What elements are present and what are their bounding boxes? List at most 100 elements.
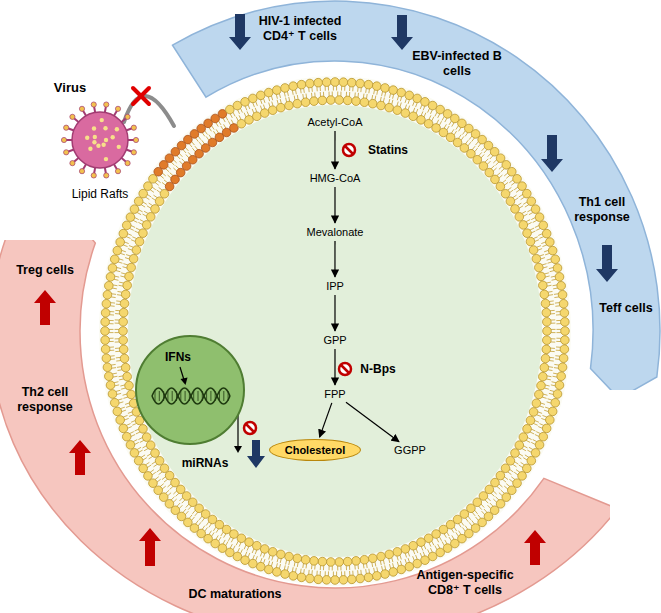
lipid-head <box>356 574 365 583</box>
lipid-head <box>557 281 566 290</box>
band-outline <box>173 1 661 390</box>
lipid-head <box>121 363 130 372</box>
metabolite: HMG-CoA <box>307 171 364 185</box>
increase-arrow <box>34 290 56 325</box>
lipid-head <box>110 255 119 264</box>
lipid-head <box>377 552 386 561</box>
virus-capsid <box>72 112 128 168</box>
increase-arrow <box>524 530 546 565</box>
lipid-head <box>132 246 141 255</box>
lipid-head <box>314 575 323 584</box>
dna-rung <box>223 391 224 401</box>
lipid-head <box>306 79 315 88</box>
lipid-head <box>542 308 551 317</box>
lipid-head <box>535 213 544 222</box>
virus-dot <box>103 126 107 130</box>
lipid-head <box>539 432 548 441</box>
lipid-head <box>542 424 551 433</box>
lipid-head <box>542 229 551 238</box>
dna-rung <box>198 391 199 401</box>
dna-rung <box>176 391 177 401</box>
lipid-head <box>127 390 136 399</box>
lipid-head <box>372 572 381 581</box>
spike-tip <box>91 173 96 178</box>
spike-tip <box>79 169 84 174</box>
spike-tip <box>64 125 69 130</box>
lipid-head <box>542 345 551 354</box>
lipid-head <box>301 555 310 564</box>
lipid-head <box>139 229 148 238</box>
lipid-head <box>253 112 262 121</box>
lipid-head <box>120 299 129 308</box>
lipid-head <box>519 221 528 230</box>
dna-rung <box>193 391 194 401</box>
band-outline <box>0 240 610 613</box>
spike-tip <box>104 173 109 178</box>
lipid-head <box>405 562 414 571</box>
lipid-head <box>281 570 290 579</box>
lipid-head <box>561 336 570 345</box>
lipid-head <box>318 96 327 105</box>
lipid-head <box>511 449 520 458</box>
lipid-head <box>401 109 410 118</box>
lipid-head <box>119 345 128 354</box>
lipid-head <box>253 541 262 550</box>
annotation-label: Lipid Rafts <box>72 187 129 201</box>
lipid-head <box>409 541 418 550</box>
lipid-head <box>101 336 110 345</box>
lipid-head <box>237 119 246 128</box>
lipid-head <box>513 175 522 184</box>
metabolite-name: Cholesterol <box>285 444 346 456</box>
lipid-head <box>310 557 319 566</box>
lipid-head <box>130 205 139 214</box>
lipid-head <box>543 336 552 345</box>
lipid-head <box>322 78 331 87</box>
lipid-head <box>511 205 520 214</box>
lipid-head <box>256 91 265 100</box>
lipid-head <box>264 88 273 97</box>
lipid-head <box>561 327 570 336</box>
lipid-head <box>347 575 356 584</box>
lipid-head <box>397 88 406 97</box>
lipid-head <box>123 372 132 381</box>
product-ellipse: Cholesterol <box>269 439 362 461</box>
lipid-head <box>335 558 344 567</box>
lipid-head <box>285 552 294 561</box>
spike-tip <box>115 106 120 111</box>
lipid-head <box>519 433 528 442</box>
cell-effect-text: Teff cells <box>595 301 657 316</box>
lipid-head <box>424 534 433 543</box>
virus-dot <box>115 127 119 131</box>
lipid-head <box>108 264 117 273</box>
dna-rung <box>202 391 203 401</box>
lipid-head <box>540 290 549 299</box>
lipid-head <box>293 99 302 108</box>
decrease-band: HIV-1 infected CD4⁺ T cellsEBV-infected … <box>140 0 661 390</box>
lipid-bilayer <box>101 78 570 585</box>
lipid-head <box>301 98 310 107</box>
lipid-head <box>241 556 250 565</box>
virus-dot <box>110 135 114 139</box>
lipid-head <box>428 552 437 561</box>
dna-rung <box>180 391 181 401</box>
lipid-head <box>548 407 557 416</box>
lipid-head <box>393 106 402 115</box>
lipid-head <box>126 441 135 450</box>
lipid-head <box>555 273 564 282</box>
lipid-head <box>297 80 306 89</box>
lipid-head <box>368 554 377 563</box>
lipid-head <box>531 205 540 214</box>
dna-rung <box>206 391 207 401</box>
annotation-label: Statins <box>368 143 408 157</box>
dna-rung <box>219 391 220 401</box>
lipid-head <box>144 472 153 481</box>
lipid-head <box>364 573 373 582</box>
spike-tip <box>70 161 75 166</box>
decrease-arrow <box>596 245 618 282</box>
metabolite-name: GGPP <box>394 444 426 456</box>
dna-rung <box>189 391 190 401</box>
metabolite-name: HMG-CoA <box>310 172 361 184</box>
lipid-head <box>372 82 381 91</box>
lipid-head <box>119 308 128 317</box>
lipid-head <box>249 559 258 568</box>
